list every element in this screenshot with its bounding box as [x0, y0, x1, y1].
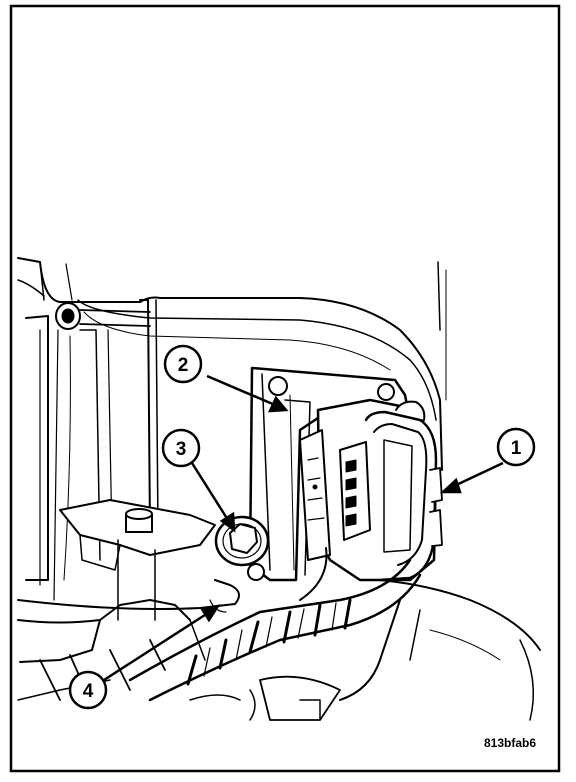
callout-1: 1 — [496, 427, 536, 467]
leader-lines — [103, 374, 504, 682]
callout-2: 2 — [163, 344, 203, 384]
callout-3-label: 3 — [176, 439, 187, 460]
callout-4: 4 — [68, 670, 108, 710]
callout-4-label: 4 — [83, 681, 94, 702]
engine-assembly-drawing — [17, 257, 541, 721]
callout-3: 3 — [161, 428, 201, 468]
callout-1-label: 1 — [511, 438, 522, 459]
figure-reference-code: 813bfab6 — [484, 736, 536, 750]
callout-2-label: 2 — [178, 355, 189, 376]
